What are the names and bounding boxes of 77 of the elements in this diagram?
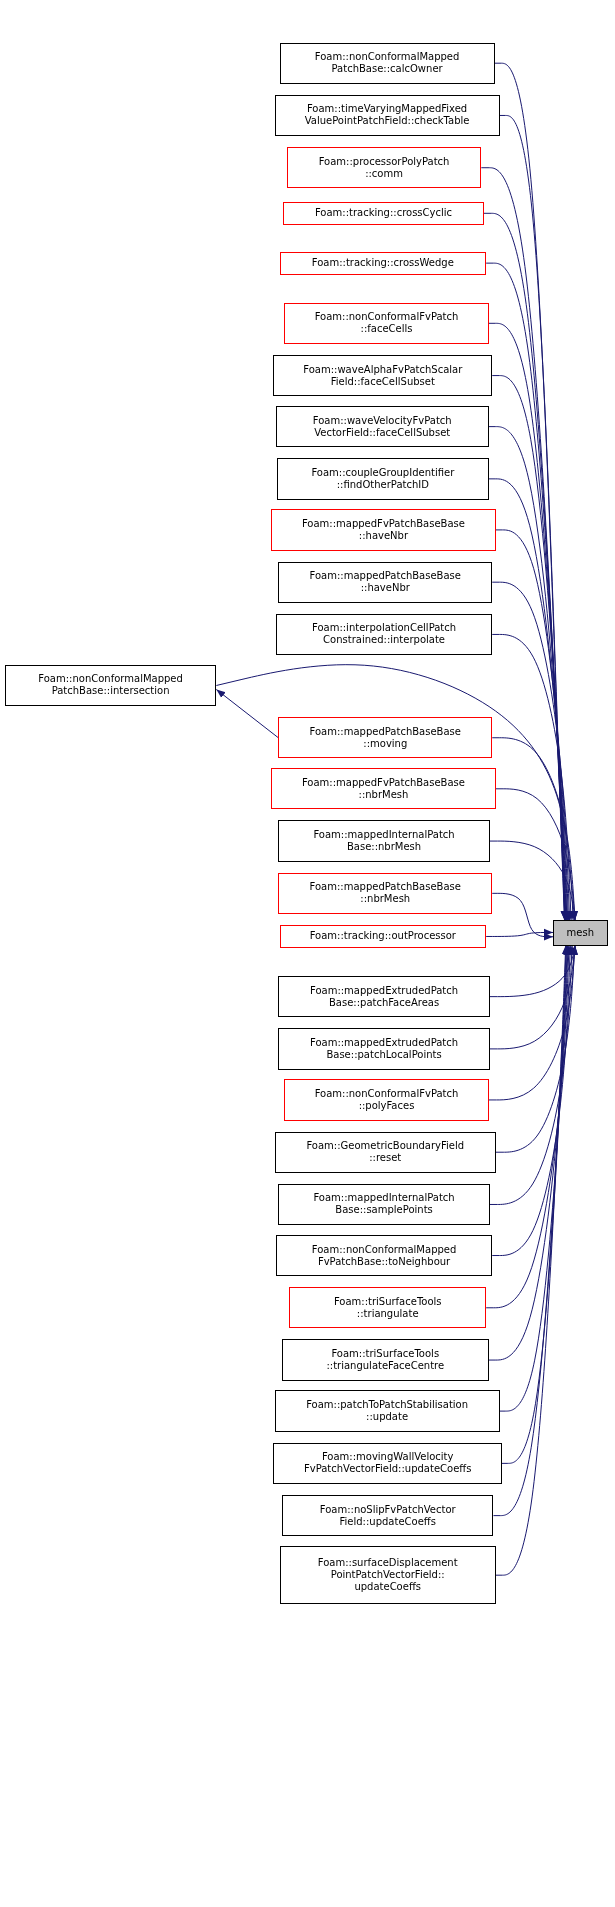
function-box — [271, 768, 496, 810]
arrow — [485, 928, 554, 937]
function-name: Foam::triSurfaceTools ::triangulateFaceCentre — [326, 1348, 445, 1373]
function-box — [275, 405, 489, 448]
function-box — [278, 820, 490, 862]
arrow — [489, 945, 576, 1205]
function-name: Foam::processorPolyPatch ::comm — [318, 155, 450, 180]
function-name: Foam::interpolationCellPatch Constrained::interpolate — [312, 622, 457, 647]
function-name: Foam::mappedPatchBaseBase ::moving — [309, 725, 461, 750]
function-box — [279, 251, 487, 275]
function-box — [278, 1028, 490, 1070]
arrow — [485, 945, 573, 1309]
arrow — [215, 664, 577, 921]
arrow — [488, 945, 578, 1101]
function-name: Foam::nonConformalMapped PatchBase::calcOwner — [314, 51, 460, 76]
function-box — [289, 1287, 487, 1329]
function-name: Foam::mappedFvPatchBaseBase ::haveNbr — [301, 517, 465, 542]
function-box — [283, 201, 484, 225]
function-name: Foam::nonConformalFvPatch ::polyFaces — [314, 1087, 459, 1112]
function-box — [273, 1442, 502, 1484]
function-name: Foam::timeVaryingMappedFixed ValuePointPatchField::checkTable — [304, 103, 470, 128]
arrow — [215, 689, 279, 739]
arrow — [491, 892, 554, 941]
function-box — [274, 1131, 496, 1173]
function-name: Foam::coupleGroupIdentifier ::findOtherPatchID — [311, 466, 455, 491]
function-name: Foam::mappedInternalPatch Base::nbrMesh — [313, 829, 455, 854]
function-name: mesh — [566, 926, 595, 939]
function-name: Foam::mappedPatchBaseBase ::nbrMesh — [309, 881, 461, 906]
function-box — [279, 1546, 496, 1605]
function-name: Foam::surfaceDisplacement PointPatchVectorField:: updateCoeffs — [317, 1557, 458, 1594]
arrow — [491, 633, 575, 921]
function-name: Foam::mappedInternalPatch Base::samplePoints — [313, 1192, 455, 1217]
function-box — [286, 147, 482, 189]
function-box — [278, 1183, 490, 1226]
function-name: Foam::mappedFvPatchBaseBase ::nbrMesh — [301, 776, 465, 801]
function-name: Foam::tracking::crossCyclic — [314, 207, 453, 220]
function-name: Foam::noSlipFvPatchVector Field::updateCoeffs — [319, 1503, 456, 1528]
function-box — [278, 872, 493, 914]
function-name: Foam::mappedExtrudedPatch Base::patchLocalPoints — [310, 1036, 459, 1061]
function-name: Foam::nonConformalMapped FvPatchBase::toNeighbour — [311, 1243, 457, 1268]
function-name: Foam::mappedPatchBaseBase ::haveNbr — [309, 570, 461, 595]
function-box — [274, 94, 500, 137]
function-box — [284, 1079, 489, 1121]
arrow — [491, 945, 574, 1256]
arrow — [495, 945, 578, 1153]
arrow — [491, 737, 579, 921]
function-box — [281, 1494, 494, 1537]
function-box — [277, 458, 489, 500]
function-box — [274, 1390, 500, 1432]
function-box — [273, 354, 493, 397]
function-box — [278, 717, 493, 759]
function-box — [278, 975, 490, 1018]
arrow — [488, 945, 572, 1361]
function-name: Foam::nonConformalMapped PatchBase::intersection — [38, 673, 183, 698]
function-name: Foam::movingWallVelocity FvPatchVectorField::updateCoeffs — [304, 1451, 472, 1476]
function-name: Foam::triSurfaceTools ::triangulate — [333, 1295, 442, 1320]
arrow — [489, 840, 578, 921]
function-box — [271, 509, 496, 551]
function-name: Foam::mappedExtrudedPatch Base::patchFaceAreas — [310, 984, 459, 1009]
function-name: Foam::tracking::outProcessor — [309, 930, 456, 943]
function-name: Foam::nonConformalFvPatch ::faceCells — [314, 311, 459, 336]
function-name: Foam::waveAlphaFvPatchScalar Field::faceCellSubset — [303, 363, 463, 388]
arrow — [495, 529, 572, 921]
function-box-highlighted — [553, 920, 608, 946]
function-box — [279, 924, 487, 948]
function-box — [4, 664, 217, 707]
arrow — [491, 581, 573, 921]
function-box — [284, 302, 489, 344]
function-box — [281, 1339, 489, 1381]
function-name: Foam::GeometricBoundaryField ::reset — [306, 1140, 465, 1165]
function-name: Foam::tracking::crossWedge — [311, 257, 454, 270]
function-box — [279, 42, 495, 84]
function-box — [275, 613, 493, 656]
function-name: Foam::waveVelocityFvPatch VectorField::faceCellSubset — [312, 414, 452, 439]
function-box — [278, 561, 493, 603]
function-name: Foam::patchToPatchStabilisation ::update — [306, 1399, 469, 1424]
function-box — [275, 1234, 493, 1277]
